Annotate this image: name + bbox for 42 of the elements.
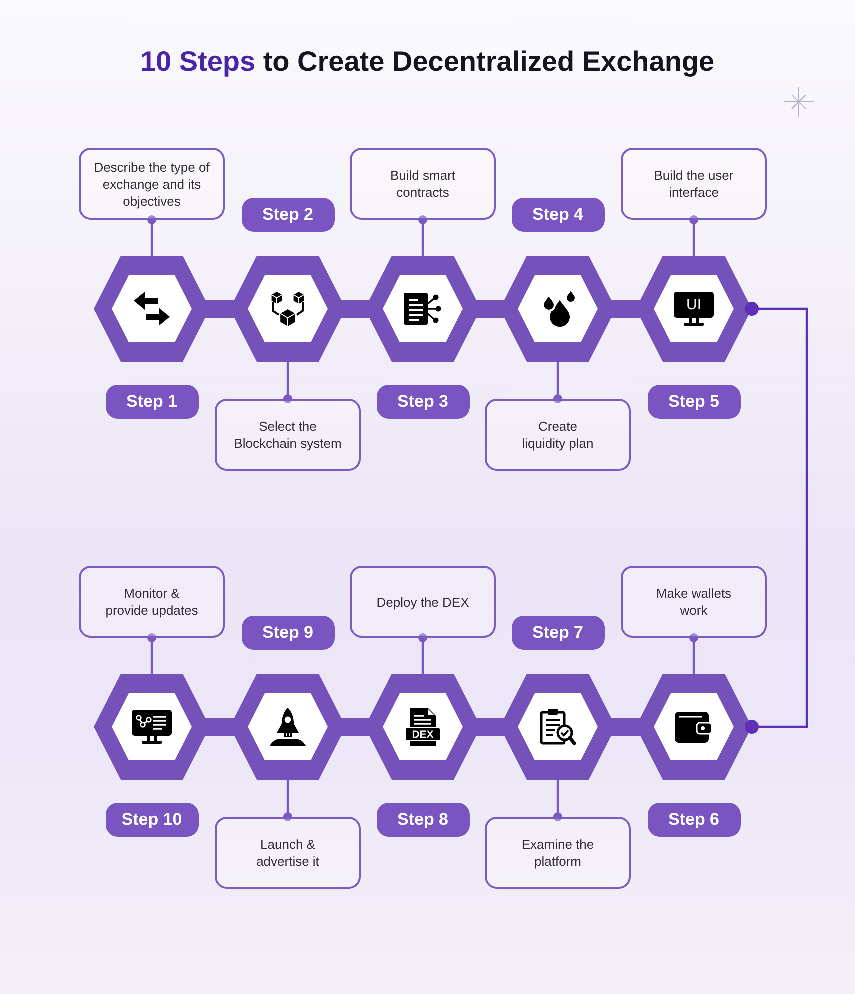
step-label: Step 5 (648, 385, 740, 419)
connector-bar (205, 718, 235, 736)
step-description: Monitor & provide updates (79, 566, 225, 638)
leader-line (418, 634, 428, 674)
connector-bar (341, 300, 370, 318)
step-description: Examine the platform (485, 817, 631, 889)
step-description: Select the Blockchain system (215, 399, 361, 471)
leader-line (690, 634, 698, 674)
step-description: Make wallets work (621, 566, 767, 638)
step-description: Build the user interface (621, 148, 767, 220)
connector-line (745, 302, 808, 734)
step-description: Create liquidity plan (485, 399, 631, 471)
leader-line (690, 216, 698, 256)
title: 10 Steps to Create Decentralized Exchange (140, 45, 715, 79)
step-label: Step 7 (512, 616, 604, 650)
leader-line (284, 362, 292, 404)
leader-line (284, 780, 292, 822)
leader-line (554, 780, 562, 822)
file-label: DEX (412, 729, 434, 740)
step-label: Step 6 (648, 803, 740, 837)
leader-line (148, 216, 156, 256)
connector-bar (476, 300, 505, 318)
step-label: Step 9 (242, 616, 334, 650)
step-description: Launch & advertise it (215, 817, 361, 889)
step-label: Step 10 (106, 803, 198, 837)
step-description: Describe the type of exchange and its objectives (79, 148, 225, 220)
connector-bar (341, 718, 370, 736)
leader-line (418, 216, 428, 256)
step-label: Step 1 (106, 385, 198, 419)
leader-line (148, 634, 156, 674)
screen-label: UI (686, 298, 702, 312)
connector-bar (611, 300, 641, 318)
leader-line (554, 362, 562, 404)
step-label: Step 3 (376, 385, 470, 419)
connector-bar (205, 300, 235, 318)
step-description: Build smart contracts (350, 148, 496, 220)
connector-bar (476, 718, 505, 736)
connector-bar (611, 718, 641, 736)
step-label: Step 4 (512, 198, 604, 232)
step-label: Step 8 (376, 803, 470, 837)
step-description: Deploy the DEX (350, 566, 496, 638)
step-label: Step 2 (242, 198, 334, 232)
